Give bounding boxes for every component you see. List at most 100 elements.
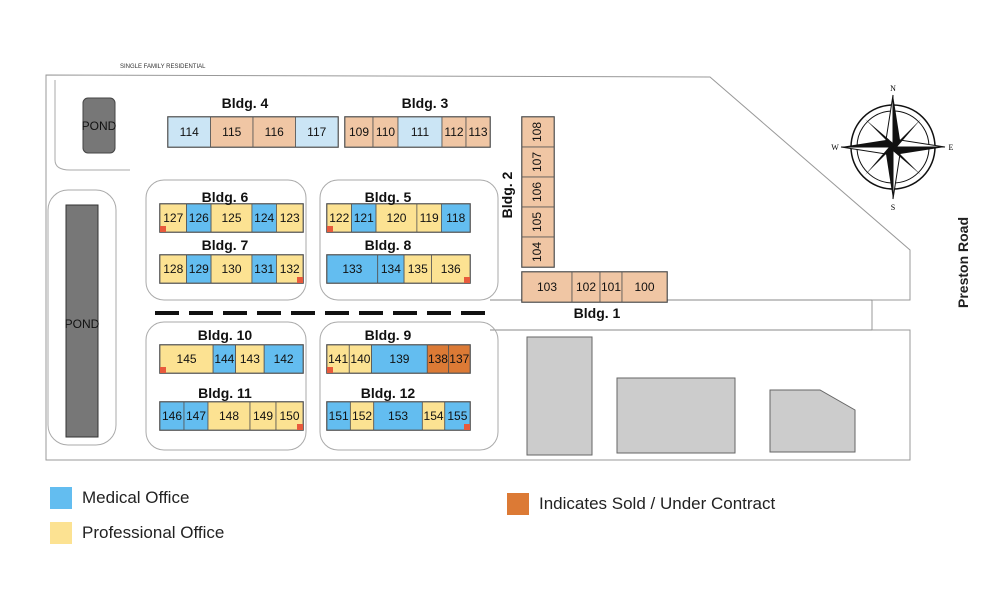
unit-label: 118: [446, 211, 465, 225]
unit-marker: [464, 424, 470, 430]
unit-120[interactable]: [375, 203, 418, 233]
pond-small-label: POND: [82, 119, 117, 133]
legend-medical-swatch: [50, 487, 72, 509]
unit-label: 101: [601, 280, 621, 294]
legend-professional-label: Professional Office: [82, 523, 225, 542]
unit-label: 133: [342, 262, 362, 276]
unit-153[interactable]: [373, 401, 423, 431]
unit-label: 154: [424, 409, 444, 423]
building-label: Bldg. 8: [365, 237, 412, 253]
unit-100[interactable]: [621, 271, 668, 303]
parking-block-north-west: [145, 179, 307, 301]
unit-label: 112: [444, 125, 463, 139]
unit-129[interactable]: [186, 254, 212, 284]
unit-label: 140: [350, 352, 370, 366]
frontage-road: [490, 299, 872, 331]
unit-label: 151: [329, 409, 349, 423]
unit-label: 110: [376, 125, 395, 139]
unit-110[interactable]: [372, 116, 399, 148]
unit-label: 124: [254, 211, 274, 225]
unit-102[interactable]: [571, 271, 601, 303]
unit-136[interactable]: [431, 254, 471, 284]
building-bldg8: 133 134 135 136 Bldg. 8: [326, 237, 471, 284]
unit-125[interactable]: [210, 203, 253, 233]
unit-label: 137: [449, 352, 469, 366]
residential-label: SINGLE FAMILY RESIDENTIAL: [120, 64, 206, 70]
unit-128[interactable]: [159, 254, 187, 284]
unit-label: 129: [189, 262, 209, 276]
unit-149[interactable]: [249, 401, 277, 431]
unit-131[interactable]: [251, 254, 277, 284]
unit-label: 113: [468, 125, 487, 139]
legend-professional-swatch: [50, 522, 72, 544]
unit-label: 145: [177, 352, 197, 366]
building-label: Bldg. 10: [198, 327, 253, 343]
unit-124[interactable]: [251, 203, 277, 233]
unit-label: 104: [530, 242, 544, 262]
unit-133[interactable]: [326, 254, 379, 284]
unit-label: 146: [162, 409, 182, 423]
unit-134[interactable]: [377, 254, 405, 284]
unit-103[interactable]: [521, 271, 573, 303]
unit-label: 126: [189, 211, 209, 225]
unit-label: 107: [530, 152, 544, 172]
unit-label: 100: [634, 280, 654, 294]
unit-119[interactable]: [416, 203, 442, 233]
unit-116[interactable]: [252, 116, 296, 148]
compass-e: E: [949, 143, 954, 152]
unit-106[interactable]: [521, 176, 555, 208]
building-label: Bldg. 7: [202, 237, 249, 253]
unit-118[interactable]: [440, 203, 471, 233]
unit-label: 152: [352, 409, 372, 423]
unit-label: 121: [354, 211, 374, 225]
neighbor-building-3: [769, 389, 856, 453]
unit-label: 122: [329, 211, 349, 225]
unit-121[interactable]: [351, 203, 377, 233]
unit-147[interactable]: [183, 401, 209, 431]
unit-label: 141: [328, 352, 348, 366]
unit-label: 128: [163, 262, 183, 276]
legend-medical-label: Medical Office: [82, 488, 190, 507]
unit-label: 147: [186, 409, 206, 423]
unit-130[interactable]: [210, 254, 253, 284]
unit-label: 117: [307, 125, 326, 139]
unit-label: 106: [530, 182, 544, 202]
unit-label: 136: [441, 262, 461, 276]
unit-146[interactable]: [159, 401, 185, 431]
unit-label: 155: [447, 409, 467, 423]
unit-label: 102: [576, 280, 596, 294]
unit-label: 134: [381, 262, 401, 276]
parking-block-north-east: [319, 179, 499, 301]
unit-label: 119: [420, 211, 439, 225]
unit-105[interactable]: [521, 206, 555, 238]
parking-block-south-west: [145, 321, 307, 451]
unit-label: 115: [222, 125, 241, 139]
unit-117[interactable]: [295, 116, 339, 148]
unit-marker: [327, 367, 333, 373]
unit-142[interactable]: [263, 344, 304, 374]
unit-113[interactable]: [465, 116, 491, 148]
unit-126[interactable]: [186, 203, 212, 233]
neighbor-building-2: [616, 377, 736, 454]
unit-108[interactable]: [521, 116, 555, 148]
unit-104[interactable]: [521, 236, 555, 268]
unit-115[interactable]: [210, 116, 254, 148]
unit-143[interactable]: [235, 344, 265, 374]
compass-w: W: [831, 143, 839, 152]
unit-123[interactable]: [276, 203, 304, 233]
unit-145[interactable]: [159, 344, 214, 374]
unit-112[interactable]: [441, 116, 467, 148]
unit-label: 130: [221, 262, 241, 276]
unit-label: 143: [240, 352, 260, 366]
unit-label: 109: [349, 125, 369, 139]
legend-professional: Professional Office: [50, 522, 224, 544]
unit-label: 150: [279, 409, 299, 423]
unit-137[interactable]: [448, 344, 471, 374]
unit-label: 135: [408, 262, 428, 276]
building-label: Bldg. 4: [222, 95, 269, 111]
parking-block-south-east: [319, 321, 499, 451]
unit-label: 108: [530, 122, 544, 142]
